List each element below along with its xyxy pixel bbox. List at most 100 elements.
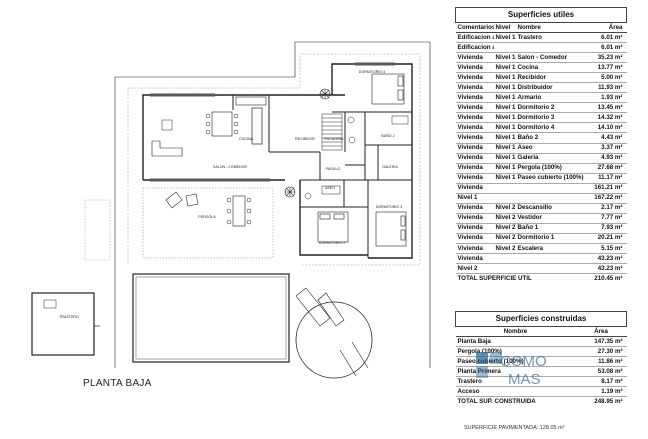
table1-cell-c: Vivienda bbox=[455, 52, 494, 64]
table1-cell-name: Paseo cubierto (100%) bbox=[515, 173, 586, 184]
pool bbox=[132, 273, 290, 363]
bathroom-fixtures bbox=[304, 115, 409, 200]
table1-row: Edificacion auxiliar 6.01 m² bbox=[455, 42, 627, 54]
table2-row: Pergola (100%)27.30 m² bbox=[455, 346, 627, 358]
table1-cell-name: Baño 1 bbox=[515, 223, 586, 234]
table1-cell-a: 6.01 m² bbox=[585, 32, 627, 44]
lounge-chairs bbox=[165, 191, 199, 209]
table1-cell-name: Distribuidor bbox=[515, 82, 586, 94]
table1-cell-name: Dormitorio 3 bbox=[515, 112, 586, 124]
table1-cell-n: Nivel 1 bbox=[493, 52, 516, 64]
table1-cell-a: 13.45 m² bbox=[585, 102, 627, 114]
table1-header-nivel: Nivel bbox=[493, 22, 516, 33]
table1-cell-n: Nivel 1 bbox=[493, 163, 516, 174]
table1-cell-n bbox=[493, 42, 516, 54]
table1-cell-a: 4.93 m² bbox=[585, 153, 627, 164]
table1-cell-c: Edificacion auxiliar bbox=[455, 42, 494, 54]
table1-cell-a: 1.93 m² bbox=[585, 92, 627, 104]
table1-cell-n bbox=[493, 183, 516, 194]
stairs bbox=[321, 113, 343, 151]
table1-cell-a: 14.32 m² bbox=[585, 112, 627, 124]
table1-cell-n bbox=[493, 253, 516, 265]
table1-cell-name: Dormitorio 1 bbox=[515, 233, 586, 244]
sofa bbox=[151, 140, 183, 157]
table1-cell-a: 4.43 m² bbox=[585, 132, 627, 144]
table1-cell-name: Dormitorio 2 bbox=[515, 102, 586, 114]
table1-header-comentarios: Comentarios bbox=[455, 22, 494, 33]
room-label-trastero: TRASTERO bbox=[59, 315, 79, 319]
room-label-galeria: GALERIA bbox=[382, 165, 398, 169]
table1-cell-c: Vivienda bbox=[455, 143, 494, 154]
table1-cell-a: 5.15 m² bbox=[585, 243, 627, 255]
table1-cell-c: Vivienda bbox=[455, 163, 494, 174]
table1-cell-c: Vivienda bbox=[455, 183, 494, 194]
room-label-recibidor: RECIBIDOR bbox=[295, 137, 315, 141]
dining-table bbox=[211, 111, 233, 137]
table1-cell-a: 6.01 m² bbox=[585, 42, 627, 54]
table1-cell-n: Nivel 2 bbox=[493, 223, 516, 234]
comomas-watermark-logo: COMO MAS bbox=[476, 352, 547, 388]
table2-cell-name: Planta Primera bbox=[455, 366, 576, 378]
bed-dormitorio-2 bbox=[317, 211, 349, 243]
table1-cell-a: 167.22 m² bbox=[585, 193, 627, 204]
superficies-construidas-table: Superficies construidas Nombre Área Plan… bbox=[454, 311, 628, 407]
kitchen-counter bbox=[235, 96, 267, 106]
table2-cell-name: Planta Baja bbox=[455, 336, 576, 348]
table1-cell-c: Vivienda bbox=[455, 62, 494, 74]
table1-cell-name bbox=[515, 42, 586, 54]
plants bbox=[284, 88, 331, 198]
table1-cell-n: Nivel 1 bbox=[493, 153, 516, 164]
table1-cell-c: Vivienda bbox=[455, 102, 494, 114]
table1-cell-c: Vivienda bbox=[455, 153, 494, 164]
superficies-utiles-table: Superficies utiles Comentarios Nivel Nom… bbox=[455, 7, 627, 284]
table1-cell-c: Vivienda bbox=[455, 72, 494, 84]
plan-caption: PLANTA BAJA bbox=[83, 378, 152, 389]
table2-cell-name: Pergola (100%) bbox=[455, 346, 576, 358]
table1-cell-n: Nivel 2 bbox=[493, 213, 516, 224]
table1-cell-name bbox=[515, 193, 586, 204]
table1-cell-name: Armario bbox=[515, 92, 586, 104]
windows bbox=[150, 62, 395, 182]
footer-note-superficie-pavimentada: SUPERFICIE PAVIMENTADA: 128.05 m² bbox=[464, 425, 565, 431]
table1-cell-c: Vivienda bbox=[455, 223, 494, 234]
terrace-outline bbox=[127, 53, 421, 266]
table1-cell-a: 43.23 m² bbox=[585, 253, 627, 265]
table1-cell-a: 13.77 m² bbox=[585, 62, 627, 74]
table1-cell-n: Nivel 1 bbox=[493, 102, 516, 114]
table2-cell-name: Acceso bbox=[455, 386, 576, 398]
room-label-pasillo: PASILLO bbox=[326, 167, 341, 171]
table1-cell-c: Vivienda bbox=[455, 243, 494, 255]
table1-cell-c: Vivienda bbox=[455, 122, 494, 134]
table1-cell-a: 5.00 m² bbox=[585, 72, 627, 84]
house-walls bbox=[142, 63, 413, 259]
table2-header-nombre: Nombre bbox=[455, 326, 576, 337]
table1-cell-n bbox=[493, 193, 516, 204]
table2-title: Superficies construidas bbox=[454, 311, 628, 327]
table1-cell-c: Vivienda bbox=[455, 173, 494, 184]
pergola-area bbox=[142, 187, 274, 259]
plot-boundary bbox=[114, 41, 431, 368]
table2-cell-a: 53.08 m² bbox=[575, 366, 627, 378]
table1-total-value: 210.45 m² bbox=[585, 273, 627, 284]
table1-cell-a: 43.23 m² bbox=[585, 263, 627, 275]
table2-cell-a: 27.30 m² bbox=[575, 346, 627, 358]
room-label-dormitorio4: DORMITORIO 4 bbox=[359, 70, 385, 74]
table1-cell-a: 14.10 m² bbox=[585, 122, 627, 134]
table1-cell-a: 161.21 m² bbox=[585, 183, 627, 194]
table1-cell-n: Nivel 2 bbox=[493, 233, 516, 244]
outdoor-table bbox=[232, 195, 246, 227]
table1-total-label: TOTAL SUPERFICIE UTIL bbox=[455, 273, 586, 284]
